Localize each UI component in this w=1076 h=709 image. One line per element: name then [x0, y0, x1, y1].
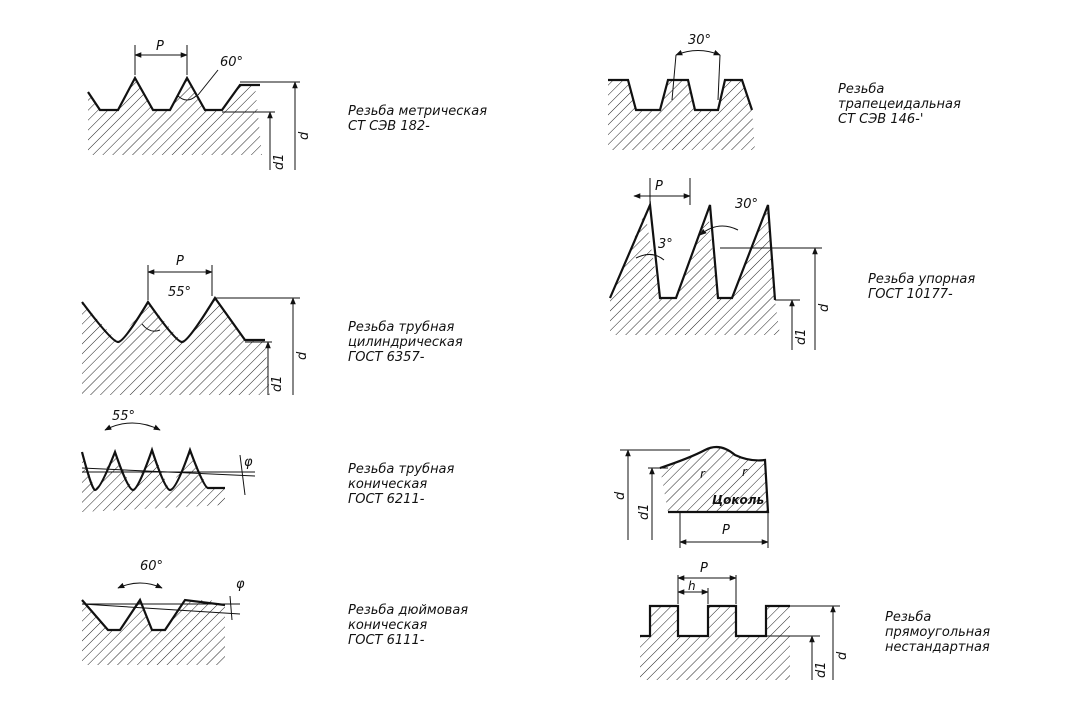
buttress-thread-drawing: P 30° 3° d d1: [608, 178, 832, 350]
inch-con-angle-label: 60°: [140, 559, 163, 574]
trap-caption-line-3: СТ СЭВ 146-': [838, 112, 924, 127]
round-d-label: d: [613, 491, 628, 500]
metric-angle-label: 60°: [220, 55, 243, 70]
inch-con-phi-label: φ: [236, 577, 245, 592]
metric-thread-body: [88, 78, 262, 155]
inch-con-taper-line: [81, 603, 241, 615]
buttress-caption-line-2: ГОСТ 10177-: [868, 287, 953, 302]
round-thread-body: [660, 446, 768, 512]
trap-angle-label: 30°: [688, 33, 711, 48]
pipe-con-caption: Резьба трубная коническая ГОСТ 6211-: [348, 462, 454, 507]
inch-con-caption-line-3: ГОСТ 6111-: [348, 633, 425, 648]
metric-caption-line-1: Резьба метрическая: [348, 104, 488, 119]
buttress-pitch-label: P: [655, 179, 663, 194]
buttress-d-label: d: [817, 303, 832, 312]
rect-thread-profile: [640, 604, 790, 638]
round-d1-label: d1: [637, 503, 652, 520]
metric-d1-label: d1: [272, 153, 287, 170]
round-base-label: Цоколь: [712, 493, 764, 507]
pipe-con-phi-label: φ: [244, 455, 253, 470]
round-pitch-label: P: [722, 523, 730, 538]
trap-thread-profile: [608, 78, 754, 112]
rect-d1-label: d1: [814, 661, 829, 678]
rect-h-label: h: [688, 579, 696, 593]
pipe-cyl-d1-label: d1: [270, 375, 285, 392]
trap-caption-line-1: Резьба: [838, 82, 885, 97]
round-thread-drawing: d d1 r r Цоколь P: [613, 445, 770, 548]
metric-caption-line-2: СТ СЭВ 182-: [348, 119, 430, 134]
round-thread-profile: [659, 445, 770, 514]
metric-d-label: d: [297, 131, 312, 140]
round-r-label-left: r: [700, 467, 706, 481]
pipe-cyl-caption: Резьба трубная цилиндрическая ГОСТ 6357-: [348, 320, 463, 365]
trap-caption-line-2: трапецеидальная: [838, 97, 961, 112]
inch-con-caption-line-1: Резьба дюймовая: [348, 603, 469, 618]
buttress-thread-body: [610, 208, 780, 335]
pipe-con-caption-line-3: ГОСТ 6211-: [348, 492, 425, 507]
inch-con-thread-body: [82, 600, 225, 665]
rect-caption: Резьба прямоугольная нестандартная: [885, 610, 990, 655]
pipe-con-thread-profile: [80, 446, 225, 492]
buttress-angle-label: 30°: [735, 197, 758, 212]
metric-caption: Резьба метрическая СТ СЭВ 182-: [348, 104, 487, 134]
pipe-cyl-angle-label: 55°: [168, 285, 191, 300]
inch-con-thread-drawing: 60° φ: [81, 559, 245, 665]
rect-caption-line-2: прямоугольная: [885, 625, 991, 640]
rect-thread-body: [640, 606, 790, 680]
pipe-con-caption-line-1: Резьба трубная: [348, 462, 455, 477]
trap-caption: Резьба трапецеидальная СТ СЭВ 146-': [838, 82, 961, 127]
buttress-small-angle-label: 3°: [658, 237, 673, 252]
pipe-cyl-caption-line-3: ГОСТ 6357-: [348, 350, 425, 365]
pipe-cyl-caption-line-2: цилиндрическая: [348, 335, 463, 350]
pipe-con-thread-body: [82, 450, 225, 512]
rect-pitch-label: P: [700, 561, 708, 576]
rect-caption-line-3: нестандартная: [885, 640, 990, 655]
trap-thread-drawing: 30°: [608, 33, 755, 150]
metric-thread-drawing: P 60° d d1: [87, 39, 312, 170]
inch-con-caption-line-2: коническая: [348, 618, 428, 633]
rect-d-label: d: [835, 651, 850, 660]
pipe-cyl-caption-line-1: Резьба трубная: [348, 320, 455, 335]
pipe-con-angle-label: 55°: [112, 409, 135, 424]
buttress-thread-profile: [608, 200, 777, 301]
pipe-cyl-thread-profile: [81, 296, 265, 344]
metric-pitch-label: P: [156, 39, 164, 54]
buttress-caption-line-1: Резьба упорная: [868, 272, 976, 287]
pipe-cyl-d-label: d: [295, 351, 310, 360]
inch-con-caption: Резьба дюймовая коническая ГОСТ 6111-: [348, 603, 468, 648]
pipe-cyl-thread-drawing: P 55° d d1: [81, 254, 310, 395]
metric-thread-profile: [87, 75, 260, 112]
pipe-cyl-thread-body: [82, 298, 270, 395]
rect-caption-line-1: Резьба: [885, 610, 932, 625]
pipe-con-caption-line-2: коническая: [348, 477, 428, 492]
pipe-con-thread-drawing: 55° φ: [80, 409, 256, 512]
buttress-caption: Резьба упорная ГОСТ 10177-: [868, 272, 975, 302]
trap-thread-body: [608, 80, 755, 150]
inch-con-thread-profile: [81, 597, 226, 632]
buttress-d1-label: d1: [794, 328, 809, 345]
rect-thread-drawing: P h d d1: [640, 561, 850, 680]
round-r-label-right: r: [742, 465, 748, 479]
pipe-cyl-pitch-label: P: [176, 254, 184, 269]
